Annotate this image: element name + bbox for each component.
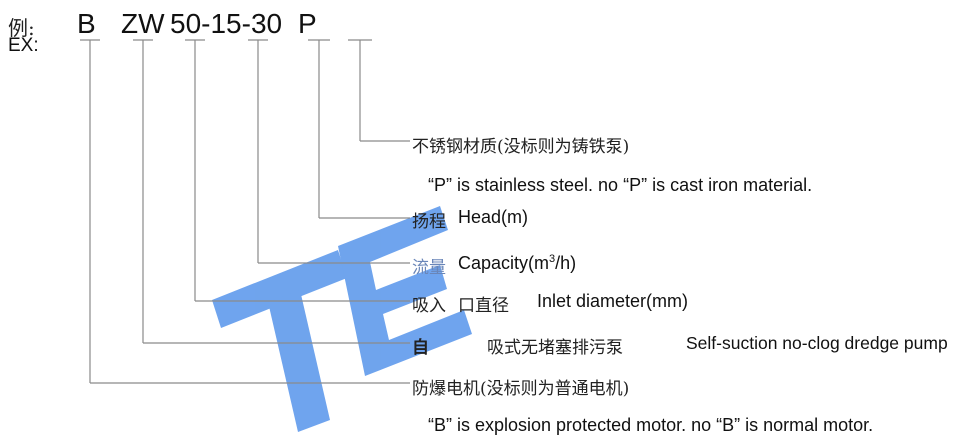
material-label-cn: 不锈钢材质(没标则为铸铁泵) [412,137,630,157]
inlet-label-cn-b: 口直径 [458,296,509,316]
model-code-part-p: P [298,8,317,39]
capacity-label-cn: 流量 [412,258,446,278]
inlet-label-en: Inlet diameter(mm) [537,291,689,311]
head-label-en: Head(m) [458,207,529,227]
capacity-label-en-pre: Capacity(m [458,253,550,273]
self-suction-label-en: Self-suction no-clog dredge pump [686,333,948,353]
capacity-label-en-post: /h) [555,253,577,273]
motor-note-en: “B” is explosion protected motor. no “B”… [428,415,874,435]
capacity-unit-superscript: 3 [549,253,556,265]
capacity-label-en: Capacity(m3/h) [458,253,576,274]
motor-label-cn: 防爆电机(没标则为普通电机) [412,379,630,399]
model-code-part-numbers: 50-15-30 [170,8,283,39]
inlet-label-cn-a: 吸入 [412,296,446,316]
material-note-en: “P” is stainless steel. no “P” is cast i… [428,175,813,195]
example-label-cn: 例: [8,16,35,40]
model-code-part-b: B [77,8,96,39]
model-code-part-zw: ZW [121,8,165,39]
head-label-cn: 扬程 [412,212,446,232]
example-label-en: EX: [8,35,39,56]
self-suction-label-cn-a: 自 [412,338,429,358]
self-suction-label-cn-b: 吸式无堵塞排污泵 [487,338,623,358]
